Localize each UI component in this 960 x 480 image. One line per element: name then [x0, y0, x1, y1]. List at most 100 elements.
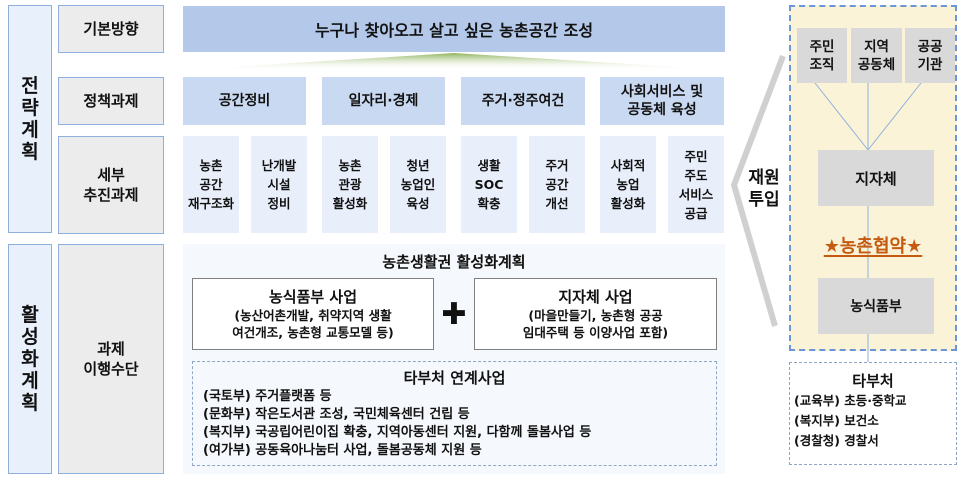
linked-item: (국토부) 주거플랫폼 등: [203, 389, 332, 404]
box-line: 여건개조, 농촌형 교통모델 등): [232, 324, 394, 340]
section-char: 계: [21, 370, 39, 392]
box-title: 지자체 사업: [558, 287, 633, 306]
task-line: 시설: [267, 177, 291, 192]
label-line: 이행수단: [83, 360, 139, 378]
upward-arrow-icon: [183, 53, 725, 70]
row-label-basic-direction: 기본방향: [58, 5, 164, 53]
label-line: 재원: [748, 168, 780, 188]
section-char: 성: [21, 326, 39, 348]
actor-community: 지역 공동체: [851, 28, 902, 83]
ministry-item: (경찰청) 경찰서: [794, 433, 879, 448]
linked-projects-box: 타부처 연계사업 (국토부) 주거플랫폼 등 (문화부) 작은도서관 조성, 국…: [192, 361, 717, 466]
task-line: 주도: [684, 167, 708, 183]
section-activation-plan: 활 성 화 계 획: [8, 244, 52, 474]
task-line: 공간: [199, 177, 223, 192]
section-char: 략: [21, 97, 39, 119]
section-strategy-plan: 전 략 계 획: [8, 5, 52, 233]
task-line: 관광: [338, 177, 362, 192]
box-title: 농식품부 사업: [268, 287, 358, 306]
policy-line: 일자리·경제: [348, 93, 419, 109]
section-char: 화: [21, 348, 39, 370]
box-title: 타부처: [852, 371, 894, 390]
section-char: 전: [21, 75, 39, 97]
chevron-bracket-icon: [730, 54, 786, 327]
task-line: 주거: [545, 158, 569, 173]
label-line: 세부: [97, 166, 125, 184]
policy-space-maintenance: 공간정비: [183, 77, 306, 125]
task-line: 생활: [477, 158, 501, 173]
box-line: (마을만들기, 농촌형 공공: [528, 307, 663, 323]
actor-line: 공동체: [857, 56, 896, 73]
actor-residents: 주민 조직: [797, 28, 847, 83]
policy-line: 주거·정주여건: [481, 93, 565, 109]
task-line: 확충: [477, 196, 501, 211]
task-line: 청년: [406, 158, 430, 173]
task-line: 난개발: [261, 158, 297, 173]
label-line: 추진과제: [83, 186, 139, 204]
task-line: 육성: [406, 196, 430, 211]
actor-line: 조직: [809, 56, 835, 73]
label-line: 과제: [97, 340, 125, 358]
task-line: 사회적: [610, 158, 646, 173]
task-line: 공간: [545, 177, 569, 192]
task-line: 농업: [616, 177, 640, 192]
task-line: 서비스: [678, 186, 714, 202]
section-char: 획: [21, 392, 39, 414]
task-line: 활성화: [610, 196, 646, 211]
task-line: 농촌: [199, 158, 223, 173]
row-label-implementation: 과제 이행수단: [58, 244, 164, 474]
actor-line: 주민: [809, 38, 835, 55]
section-char: 계: [21, 119, 39, 141]
task-line: SOC: [474, 177, 504, 192]
policy-social-services: 사회서비스 및 공동체 육성: [600, 77, 724, 125]
ministry-item: (복지부) 보건소: [794, 413, 879, 428]
other-ministries-box: 타부처 (교육부) 초등·중학교 (복지부) 보건소 (경찰청) 경찰서: [789, 362, 957, 465]
policy-line: 공간정비: [218, 93, 271, 109]
row-label-policy-tasks: 정책과제: [58, 77, 164, 125]
task-line: 공급: [684, 205, 708, 221]
ministry-box: 농식품부: [818, 278, 934, 334]
vision-banner: 누구나 찾아오고 살고 싶은 농촌공간 조성: [183, 6, 725, 52]
section-char: 활: [21, 304, 39, 326]
task-line: 재구조화: [187, 196, 234, 211]
activation-title: 농촌생활권 활성화계획: [382, 252, 526, 271]
policy-line: 사회서비스 및: [620, 84, 704, 100]
mafra-project-box: 농식품부 사업 (농산어촌개발, 취약지역 생활 여건개조, 농촌형 교통모델 …: [192, 278, 434, 350]
box-line: (농산어촌개발, 취약지역 생활: [234, 307, 392, 323]
actor-line: 공공: [917, 38, 943, 55]
actor-line: 지역: [864, 38, 889, 55]
label-line: 투입: [748, 190, 780, 210]
ministry-item: (교육부) 초등·중학교: [794, 393, 907, 408]
task-line: 개선: [545, 196, 569, 211]
plus-icon: ✚: [441, 296, 467, 332]
task-line: 주민: [684, 148, 708, 164]
linked-item: (여가부) 공동육아나눔터 사업, 돌봄공동체 지원 등: [203, 443, 482, 458]
actor-public-institution: 공공 기관: [905, 28, 955, 83]
task-line: 농업인: [400, 177, 436, 192]
policy-housing: 주거·정주여건: [461, 77, 585, 125]
task-line: 정비: [267, 196, 291, 211]
task-line: 활성화: [332, 196, 368, 211]
resource-input-label: 재원 투입: [742, 167, 786, 211]
actor-line: 기관: [917, 56, 943, 73]
box-line: 임대주택 등 이양사업 포함): [522, 324, 669, 340]
linked-item: (복지부) 국공립어린이집 확충, 지역아동센터 지원, 다함께 돌봄사업 등: [203, 425, 592, 440]
section-char: 획: [21, 141, 39, 163]
local-government-box: 지자체: [818, 150, 934, 206]
local-project-box: 지자체 사업 (마을만들기, 농촌형 공공 임대주택 등 이양사업 포함): [474, 278, 717, 350]
policy-line: 공동체 육성: [627, 102, 697, 118]
policy-jobs-economy: 일자리·경제: [322, 77, 445, 125]
box-title: 타부처 연계사업: [403, 368, 506, 387]
row-label-detail-tasks: 세부 추진과제: [58, 136, 164, 234]
rural-agreement-title: ★농촌협약★: [823, 236, 923, 257]
task-box: 생활 SOC 확충: [461, 136, 517, 233]
task-line: 농촌: [338, 158, 362, 173]
linked-item: (문화부) 작은도서관 조성, 국민체육센터 건립 등: [203, 407, 470, 422]
